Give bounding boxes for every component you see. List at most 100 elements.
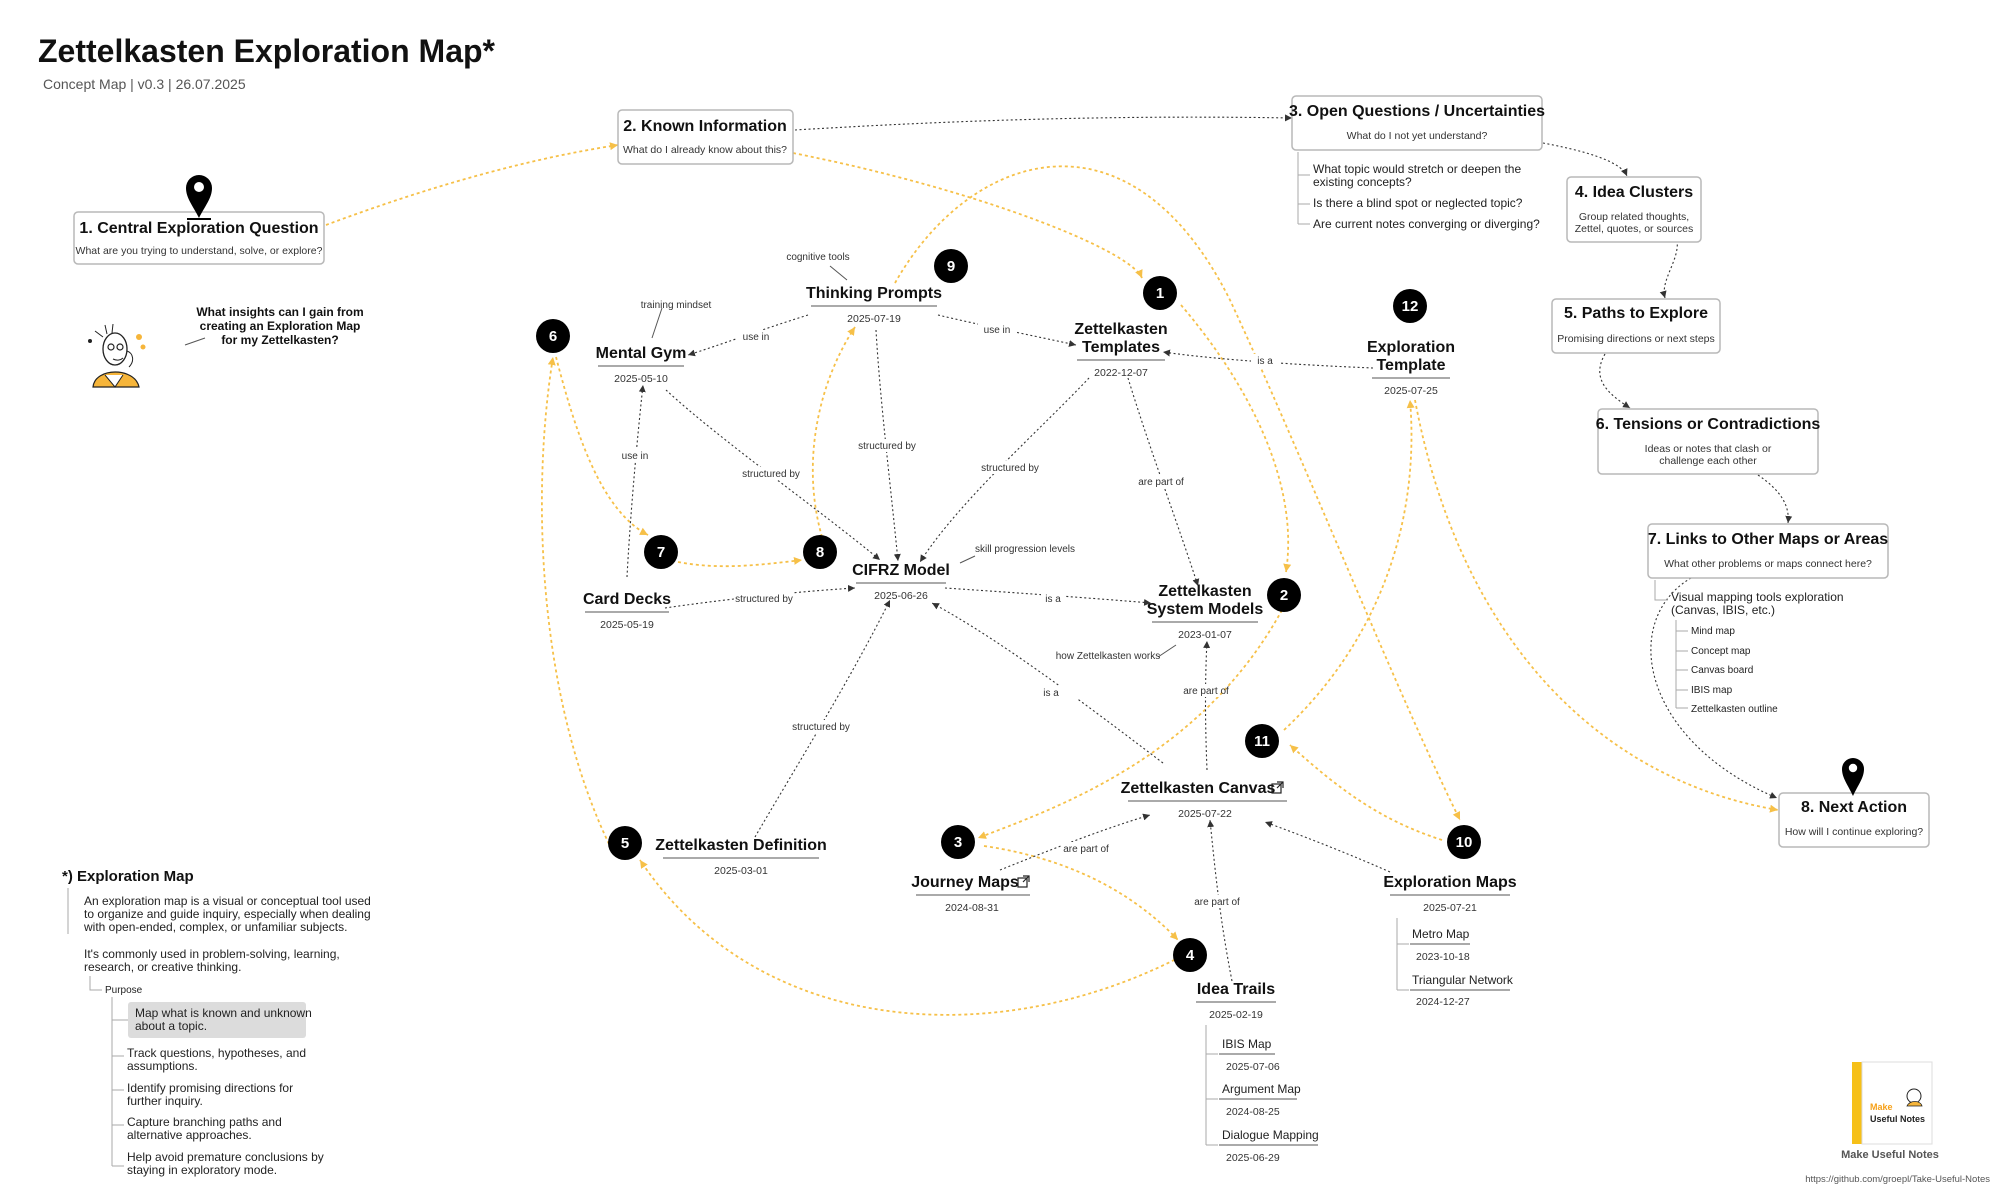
node-title: Journey Maps <box>911 874 1019 891</box>
source-url[interactable]: https://github.com/groepl/Take-Useful-No… <box>1805 1174 1990 1185</box>
floating-label: skill progression levels <box>975 544 1075 555</box>
exploration-question-line1: What insights can I gain from <box>196 305 363 319</box>
node-title: Exploration Maps <box>1383 874 1516 891</box>
node-title-cont: Templates <box>1082 339 1160 356</box>
page-subtitle: Concept Map | v0.3 | 26.07.2025 <box>43 76 246 92</box>
node-title: Idea Trails <box>1197 981 1275 998</box>
open-question-cont: existing concepts? <box>1313 175 1412 189</box>
step-5-desc: Promising directions or next steps <box>1557 333 1715 345</box>
node-zettelkasten-templates[interactable]: Zettelkasten Templates 2022-12-07 <box>1074 321 1167 379</box>
step-4-box[interactable]: 4. Idea Clusters Group related thoughts,… <box>1566 176 1702 243</box>
node-card-decks[interactable]: Card Decks 2025-05-19 <box>583 591 671 631</box>
node-title-cont: Template <box>1376 357 1445 374</box>
node-exploration-template[interactable]: Exploration Template 2025-07-25 <box>1367 339 1455 397</box>
step-3-box[interactable]: 3. Open Questions / Uncertainties What d… <box>1289 95 1545 151</box>
map-pin-icon <box>186 175 212 220</box>
step-7-desc: What other problems or maps connect here… <box>1664 558 1872 570</box>
links-children: Visual mapping tools exploration (Canvas… <box>1654 580 1844 715</box>
step-6-box[interactable]: 6. Tensions or Contradictions Ideas or n… <box>1596 408 1821 475</box>
edge-label: use in <box>984 325 1011 336</box>
node-date: 2025-07-25 <box>1384 385 1438 397</box>
step-7-box[interactable]: 7. Links to Other Maps or Areas What oth… <box>1647 523 1889 579</box>
node-mental-gym[interactable]: Mental Gym 2025-05-10 <box>596 345 687 385</box>
edge-labels: use in use in use in is a structured by … <box>616 323 1279 908</box>
sub-item-date: 2024-12-27 <box>1416 996 1470 1008</box>
sub-item-label: Argument Map <box>1222 1082 1301 1096</box>
badge-1: 1 <box>1143 276 1177 310</box>
node-date: 2024-08-31 <box>945 902 999 914</box>
sub-item-label: Metro Map <box>1412 927 1470 941</box>
legend-purpose: Capture branching paths and <box>127 1115 282 1129</box>
step-5-box[interactable]: 5. Paths to Explore Promising directions… <box>1551 298 1721 354</box>
node-date: 2025-07-19 <box>847 313 901 325</box>
sub-item-label: Dialogue Mapping <box>1222 1128 1319 1142</box>
external-link-icon[interactable] <box>1017 875 1030 888</box>
step-3-title: 3. Open Questions / Uncertainties <box>1289 103 1545 120</box>
open-question: Are current notes converging or divergin… <box>1313 217 1540 231</box>
edge-label: are part of <box>1183 686 1229 697</box>
edge-label: structured by <box>858 441 916 452</box>
node-date: 2025-05-19 <box>600 619 654 631</box>
node-journey-maps[interactable]: Journey Maps 2024-08-31 <box>911 874 1030 914</box>
badge-8: 8 <box>803 535 837 569</box>
node-date: 2025-05-10 <box>614 373 668 385</box>
step-1-box[interactable]: 1. Central Exploration Question What are… <box>73 211 325 265</box>
step-6-title: 6. Tensions or Contradictions <box>1596 416 1821 433</box>
step-4-title: 4. Idea Clusters <box>1575 184 1693 201</box>
legend-purpose: Map what is known and unknown <box>135 1006 312 1020</box>
floating-label: how Zettelkasten works <box>1056 651 1161 662</box>
step-8-desc: How will I continue exploring? <box>1785 826 1923 838</box>
node-title: Zettelkasten <box>1074 321 1167 338</box>
node-zettelkasten-definition[interactable]: Zettelkasten Definition 2025-03-01 <box>655 837 827 877</box>
node-idea-trails[interactable]: Idea Trails 2025-02-19 IBIS Map 2025-07-… <box>1196 981 1319 1164</box>
legend-highlight <box>128 1002 306 1038</box>
edge-label: is a <box>1043 688 1059 699</box>
external-link-icon[interactable] <box>1271 781 1284 794</box>
edge-label: use in <box>743 332 770 343</box>
step-2-box[interactable]: 2. Known Information What do I already k… <box>617 109 794 165</box>
node-title: Zettelkasten Definition <box>655 837 827 854</box>
links-children-title: Visual mapping tools exploration <box>1671 590 1844 604</box>
node-title: Zettelkasten <box>1158 583 1251 600</box>
floating-label: cognitive tools <box>786 252 849 263</box>
step-6-desc: Ideas or notes that clash or <box>1645 443 1772 455</box>
step-1-desc: What are you trying to understand, solve… <box>76 245 323 257</box>
thinker-illustration-icon <box>88 323 146 388</box>
link-item: Mind map <box>1691 626 1735 637</box>
edge-label: structured by <box>981 463 1039 474</box>
node-title: Card Decks <box>583 591 671 608</box>
badges: 1 2 3 4 5 6 7 8 9 10 11 12 <box>536 249 1481 972</box>
step-8-box[interactable]: 8. Next Action How will I continue explo… <box>1778 792 1930 848</box>
node-thinking-prompts[interactable]: Thinking Prompts 2025-07-19 <box>806 285 942 325</box>
node-exploration-maps[interactable]: Exploration Maps 2025-07-21 Metro Map 20… <box>1383 874 1516 1008</box>
node-date: 2025-02-19 <box>1209 1009 1263 1021</box>
legend-title: *) Exploration Map <box>62 868 194 885</box>
node-title-cont: System Models <box>1147 601 1264 618</box>
node-zettelkasten-system-models[interactable]: Zettelkasten System Models 2023-01-07 <box>1147 583 1264 641</box>
node-date: 2025-06-26 <box>874 590 928 602</box>
edge-label: structured by <box>792 722 850 733</box>
svg-text:10: 10 <box>1456 834 1473 851</box>
step-4-desc-cont: Zettel, quotes, or sources <box>1575 223 1693 235</box>
badge-6: 6 <box>536 319 570 353</box>
step-1-title: 1. Central Exploration Question <box>79 220 318 237</box>
logo-book-icon: Make Useful Notes <box>1852 1061 1933 1145</box>
open-question: Is there a blind spot or neglected topic… <box>1313 196 1523 210</box>
edge-label: is a <box>1257 356 1273 367</box>
links-children-title-cont: (Canvas, IBIS, etc.) <box>1671 603 1775 617</box>
edge-label: are part of <box>1194 897 1240 908</box>
node-date: 2025-03-01 <box>714 865 768 877</box>
legend-p1: An exploration map is a visual or concep… <box>84 894 371 908</box>
svg-text:1: 1 <box>1156 285 1164 302</box>
node-cifrz-model[interactable]: CIFRZ Model 2025-06-26 <box>852 562 950 602</box>
node-title: Zettelkasten Canvas <box>1121 780 1276 797</box>
sub-item-date: 2025-07-06 <box>1226 1061 1280 1073</box>
svg-text:8: 8 <box>816 544 824 561</box>
node-title: Thinking Prompts <box>806 285 942 302</box>
sub-item-label: IBIS Map <box>1222 1037 1272 1051</box>
link-item: Concept map <box>1691 646 1751 657</box>
node-date: 2025-07-22 <box>1178 808 1232 820</box>
step-3-desc: What do I not yet understand? <box>1347 130 1488 142</box>
legend: *) Exploration Map An exploration map is… <box>62 868 371 1177</box>
node-zettelkasten-canvas[interactable]: Zettelkasten Canvas 2025-07-22 <box>1121 780 1287 820</box>
